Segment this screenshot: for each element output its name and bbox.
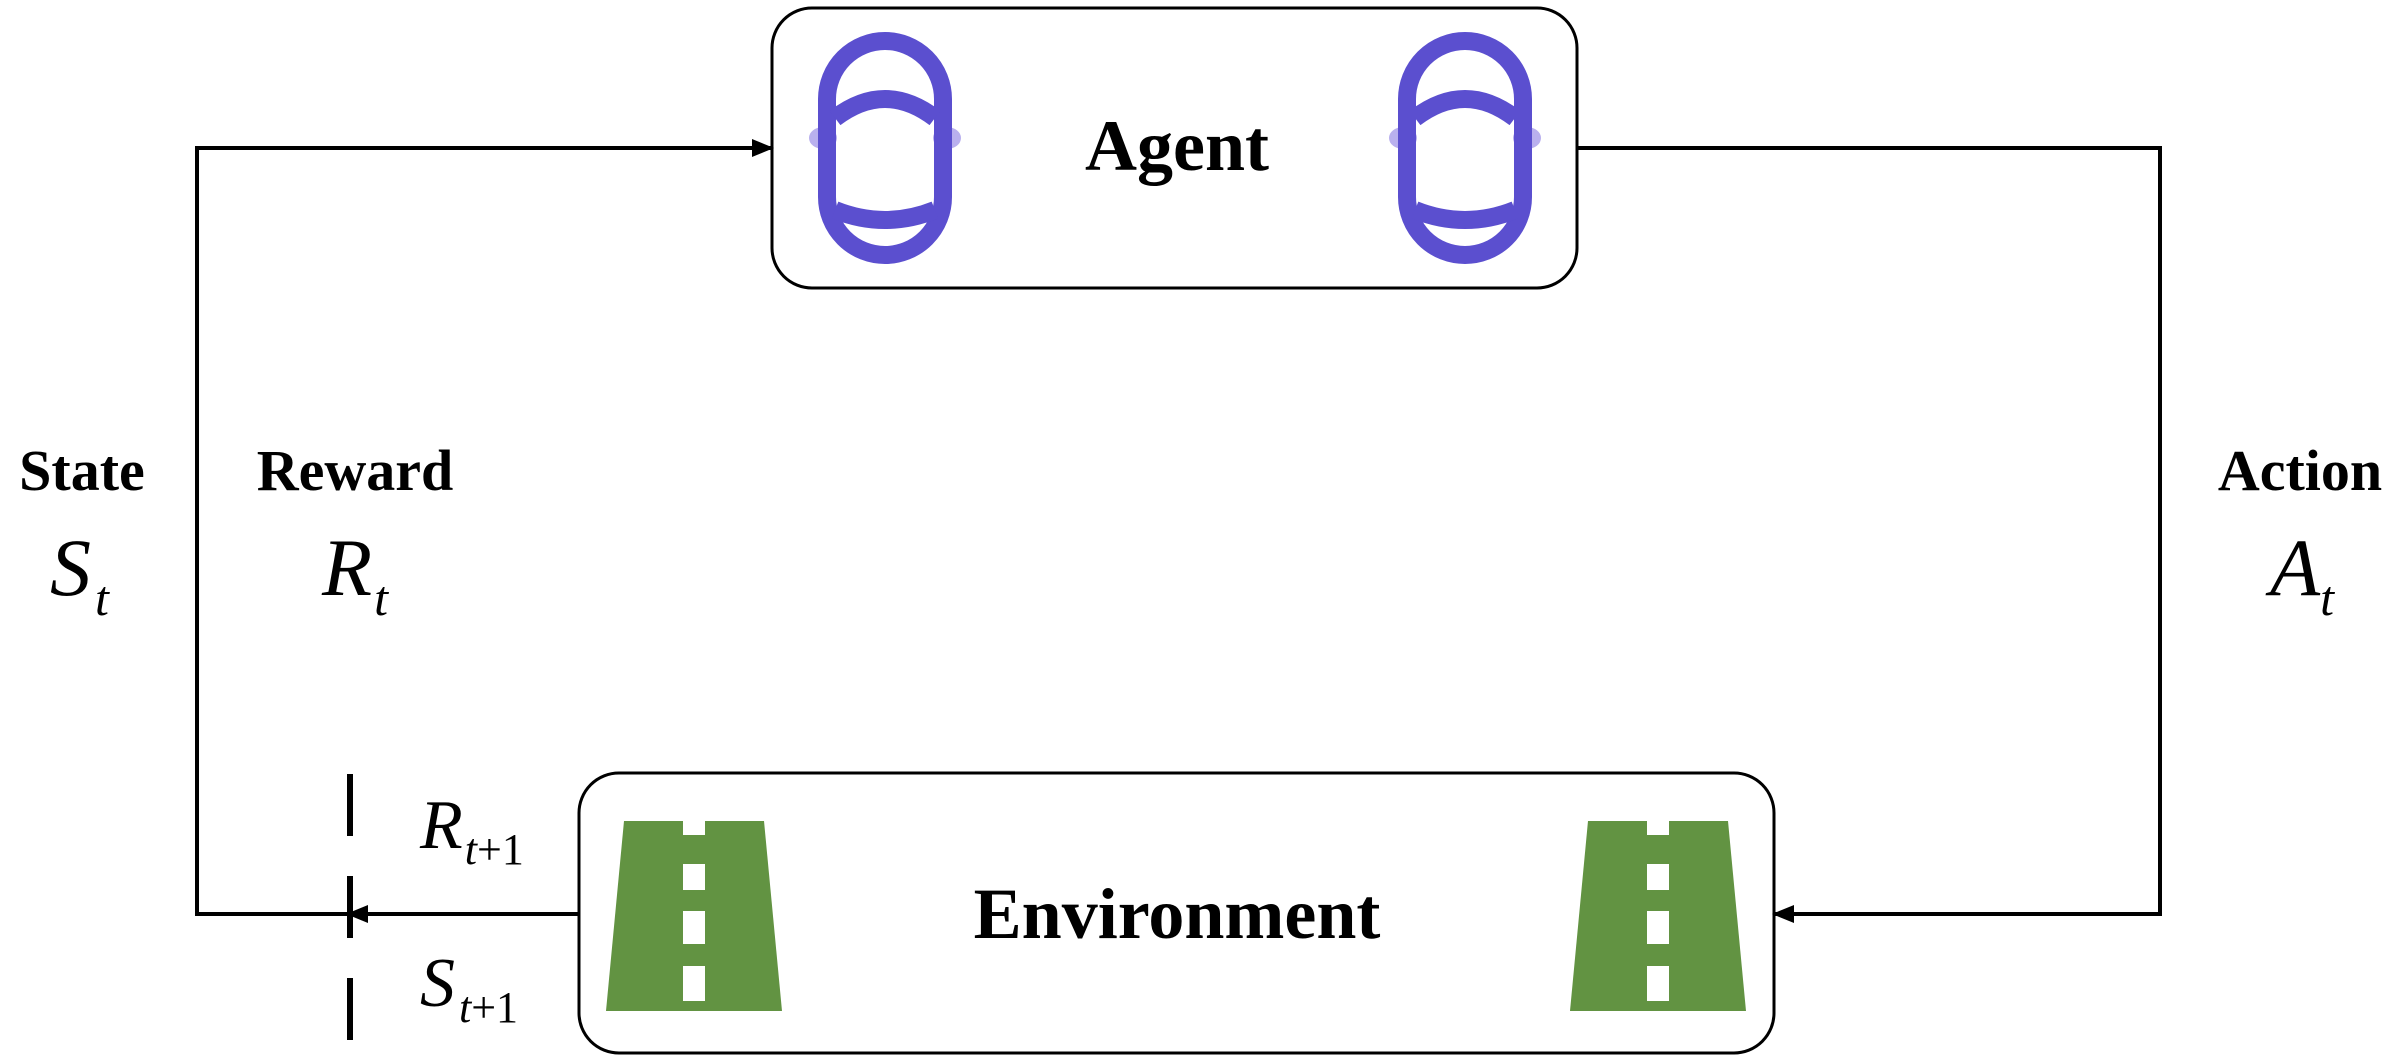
road-icon-right	[1570, 821, 1746, 1011]
action-symbol: At	[2265, 522, 2335, 626]
reward-label: Reward	[257, 438, 454, 503]
action-arrow	[1577, 146, 2162, 923]
state-symbol: St	[50, 522, 110, 626]
agent-label: Agent	[1085, 106, 1269, 186]
reward-symbol: Rt	[321, 522, 389, 626]
next-state-symbol: St+1	[420, 945, 518, 1032]
road-icon-left	[606, 821, 782, 1011]
state-label: State	[19, 438, 145, 503]
state-feedback-arrow	[195, 139, 774, 916]
action-label: Action	[2218, 438, 2382, 503]
environment-label: Environment	[974, 874, 1381, 954]
next-reward-symbol: Rt+1	[419, 787, 524, 874]
